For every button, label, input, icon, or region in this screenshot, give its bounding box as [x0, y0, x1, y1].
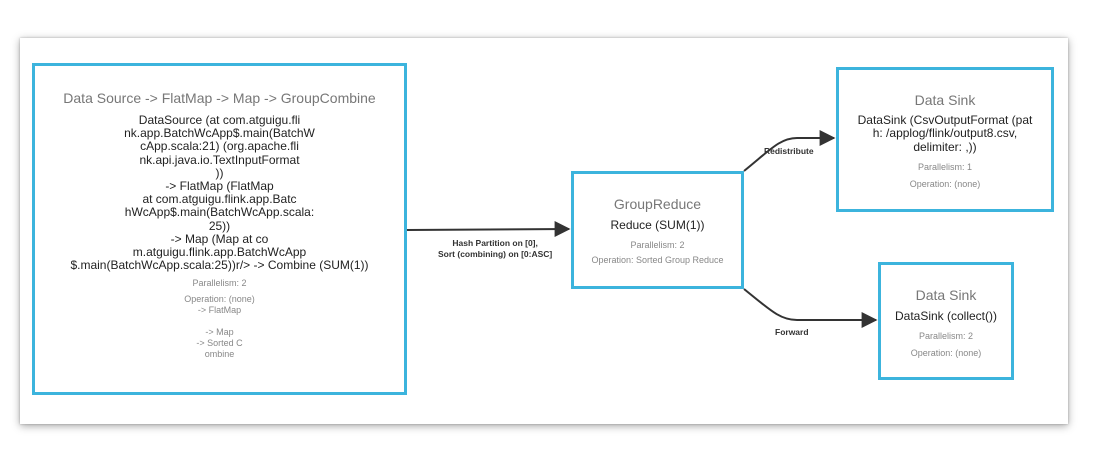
node-description: Reduce (SUM(1)): [610, 218, 705, 232]
operation-line: ombine: [204, 349, 235, 360]
node-title: GroupReduce: [613, 196, 702, 212]
node-description: DataSink (collect()): [894, 309, 998, 323]
desc-line: at com.atguigu.flink.app.Batc: [142, 192, 297, 207]
desc-line: -> Map (Map at co: [170, 231, 269, 246]
node-data-sink-collect[interactable]: Data Sink DataSink (collect()) Paralleli…: [878, 262, 1014, 380]
operation-line: -> Map: [205, 327, 234, 338]
node-description: DataSink (CsvOutputFormat (pat h: /applo…: [839, 113, 1051, 154]
node-operation: Operation: (none) -> FlatMap -> Map -> S…: [35, 294, 404, 360]
operation-line: -> FlatMap: [197, 305, 242, 316]
node-title: Data Source -> FlatMap -> Map -> GroupCo…: [63, 90, 376, 106]
node-group-reduce[interactable]: GroupReduce Reduce (SUM(1)) Parallelism:…: [571, 171, 744, 289]
node-operation: Operation: Sorted Group Reduce: [591, 255, 724, 265]
desc-line: cApp.scala:21) (org.apache.fli: [140, 139, 299, 154]
edge-label-forward: Forward: [775, 327, 809, 337]
desc-line: h: /applog/flink/output8.csv,: [872, 126, 1018, 141]
node-title: Data Sink: [915, 287, 977, 303]
desc-line: hWcApp$.main(BatchWcApp.scala:: [124, 205, 315, 220]
desc-line: delimiter: ,)): [913, 139, 977, 154]
edge-hash-partition[interactable]: [406, 221, 571, 238]
operation-line: Operation: (none): [184, 294, 255, 305]
node-parallelism: Parallelism: 1: [917, 162, 973, 173]
operation-line: [35, 316, 404, 327]
edge-redistribute[interactable]: [743, 130, 836, 172]
desc-line: DataSink (CsvOutputFormat (pat: [857, 113, 1033, 127]
edge-forward[interactable]: [743, 288, 878, 328]
node-description: DataSource (at com.atguigu.fli nk.app.Ba…: [35, 113, 404, 273]
edge-label-hash-line2: Sort (combining) on [0:ASC]: [438, 249, 553, 259]
desc-line: $.main(BatchWcApp.scala:25))r/> -> Combi…: [70, 258, 369, 273]
desc-line: nk.app.BatchWcApp$.main(BatchW: [124, 126, 315, 141]
node-operation: Operation: (none): [910, 348, 982, 358]
desc-line: m.atguigu.flink.app.BatchWcApp: [132, 245, 307, 260]
edge-label-hash-line1: Hash Partition on [0],: [452, 238, 538, 248]
node-parallelism: Parallelism: 2: [918, 331, 974, 341]
desc-line: -> FlatMap (FlatMap: [165, 179, 274, 194]
edge-label-redistribute: Redistribute: [764, 146, 814, 156]
node-parallelism: Parallelism: 2: [192, 278, 247, 289]
node-title: Data Sink: [914, 92, 976, 108]
desc-line: )): [215, 165, 224, 180]
node-operation: Operation: (none): [909, 179, 981, 190]
node-parallelism: Parallelism: 2: [630, 240, 685, 250]
desc-line: 25)): [208, 218, 231, 233]
edge-label-hash: Hash Partition on [0], Sort (combining) …: [438, 238, 552, 260]
operation-line: -> Sorted C: [196, 338, 243, 349]
desc-line: DataSource (at com.atguigu.fli: [138, 113, 301, 127]
desc-line: nk.api.java.io.TextInputFormat: [139, 152, 300, 167]
node-data-sink-csv[interactable]: Data Sink DataSink (CsvOutputFormat (pat…: [836, 67, 1054, 212]
node-data-source[interactable]: Data Source -> FlatMap -> Map -> GroupCo…: [32, 63, 407, 395]
